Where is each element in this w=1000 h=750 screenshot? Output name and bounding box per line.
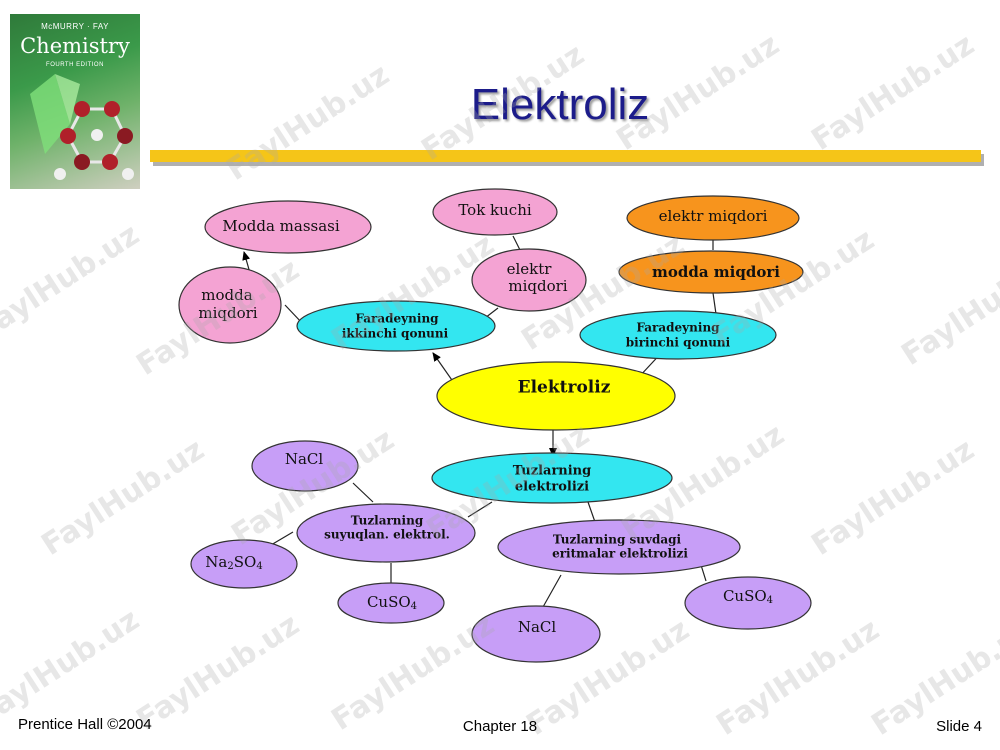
node-na2so4: Na2SO4 <box>190 539 298 589</box>
label-faraday1-1: Faradeyning <box>636 321 720 335</box>
node-faraday-birinchi: Faradeyning birinchi qonuni <box>579 310 777 360</box>
label-elektr-mid-1: elektr <box>507 260 553 278</box>
label-modda-left-2: miqdori <box>198 304 257 322</box>
slide-title: Elektroliz <box>470 80 650 129</box>
label-cuso4-right: CuSO4 <box>723 587 773 606</box>
molecule-icon <box>30 74 134 180</box>
cover-authors: McMURRY · FAY <box>41 22 109 31</box>
label-modda-massasi: Modda massasi <box>222 217 340 235</box>
node-elektroliz: Elektroliz <box>436 361 676 431</box>
cover-edition: FOURTH EDITION <box>46 62 104 68</box>
label-faraday2-2: ikkinchi qonuni <box>342 327 449 341</box>
node-elektr-miqdori-mid: elektr miqdori <box>471 248 587 312</box>
book-cover-image: McMURRY · FAY Chemistry FOURTH EDITION <box>10 14 140 189</box>
label-nacl-bottom: NaCl <box>518 618 557 636</box>
footer-slide-number: Slide 4 <box>936 718 982 735</box>
label-cuso4-left: CuSO4 <box>367 593 417 612</box>
label-modda-right: modda miqdori <box>652 263 780 281</box>
node-modda-miqdori-left: modda miqdori <box>178 266 282 344</box>
line-suyuq-to-na2so4 <box>270 531 294 546</box>
footer-publisher: Prentice Hall ©2004 <box>18 716 152 733</box>
line-tok-to-elektr <box>512 235 521 251</box>
arrow-to-faraday2 <box>432 352 455 384</box>
label-tuzlar-2: elektrolizi <box>515 480 589 495</box>
node-suyuqlan-elektrol: Tuzlarning suyuqlan. elektrol. <box>296 503 476 563</box>
label-tuzlar-1: Tuzlarning <box>513 464 591 479</box>
line-modda-right-to-faraday1 <box>712 292 717 315</box>
label-elektr-top: elektr miqdori <box>659 207 768 225</box>
label-nacl-top: NaCl <box>285 450 324 468</box>
line-nacl-to-suyuq <box>352 482 374 503</box>
node-cuso4-right: CuSO4 <box>684 576 812 630</box>
label-suyuq-1: Tuzlarning <box>351 514 424 528</box>
label-suvdagi-2: eritmalar elektrolizi <box>552 547 688 561</box>
line-suyuq-to-tuzlar <box>467 501 493 518</box>
line-tuzlar-to-suvdagi <box>587 501 596 523</box>
cover-title: Chemistry <box>20 34 130 58</box>
node-tuzlarning-elektrolizi: Tuzlarning elektrolizi <box>431 452 673 504</box>
label-faraday1-2: birinchi qonuni <box>626 336 731 350</box>
label-modda-left-1: modda <box>201 286 252 304</box>
node-nacl-top: NaCl <box>251 440 359 492</box>
label-faraday2-1: Faradeyning <box>355 312 439 326</box>
label-elektroliz: Elektroliz <box>518 378 611 398</box>
title-bar <box>150 150 981 162</box>
node-tok-kuchi: Tok kuchi <box>432 188 558 236</box>
node-suvdagi-eritmalar: Tuzlarning suvdagi eritmalar elektrolizi <box>497 519 741 575</box>
label-elektr-mid-2: miqdori <box>508 277 567 295</box>
line-suvdagi-to-cuso4 <box>700 564 707 582</box>
node-modda-miqdori-right: modda miqdori <box>618 250 804 294</box>
node-elektr-miqdori-top: elektr miqdori <box>626 195 800 241</box>
node-modda-massasi: Modda massasi <box>204 200 372 254</box>
label-tok-kuchi: Tok kuchi <box>458 201 532 219</box>
label-na2so4: Na2SO4 <box>205 553 262 572</box>
label-suvdagi-1: Tuzlarning suvdagi <box>553 533 682 547</box>
node-nacl-bottom: NaCl <box>471 605 601 663</box>
line-suvdagi-to-nacl <box>542 574 562 608</box>
label-suyuq-2: suyuqlan. elektrol. <box>324 528 450 542</box>
node-faraday-ikkinchi: Faradeyning ikkinchi qonuni <box>296 300 496 352</box>
node-cuso4-left: CuSO4 <box>337 582 445 624</box>
footer-chapter: Chapter 18 <box>462 718 538 735</box>
